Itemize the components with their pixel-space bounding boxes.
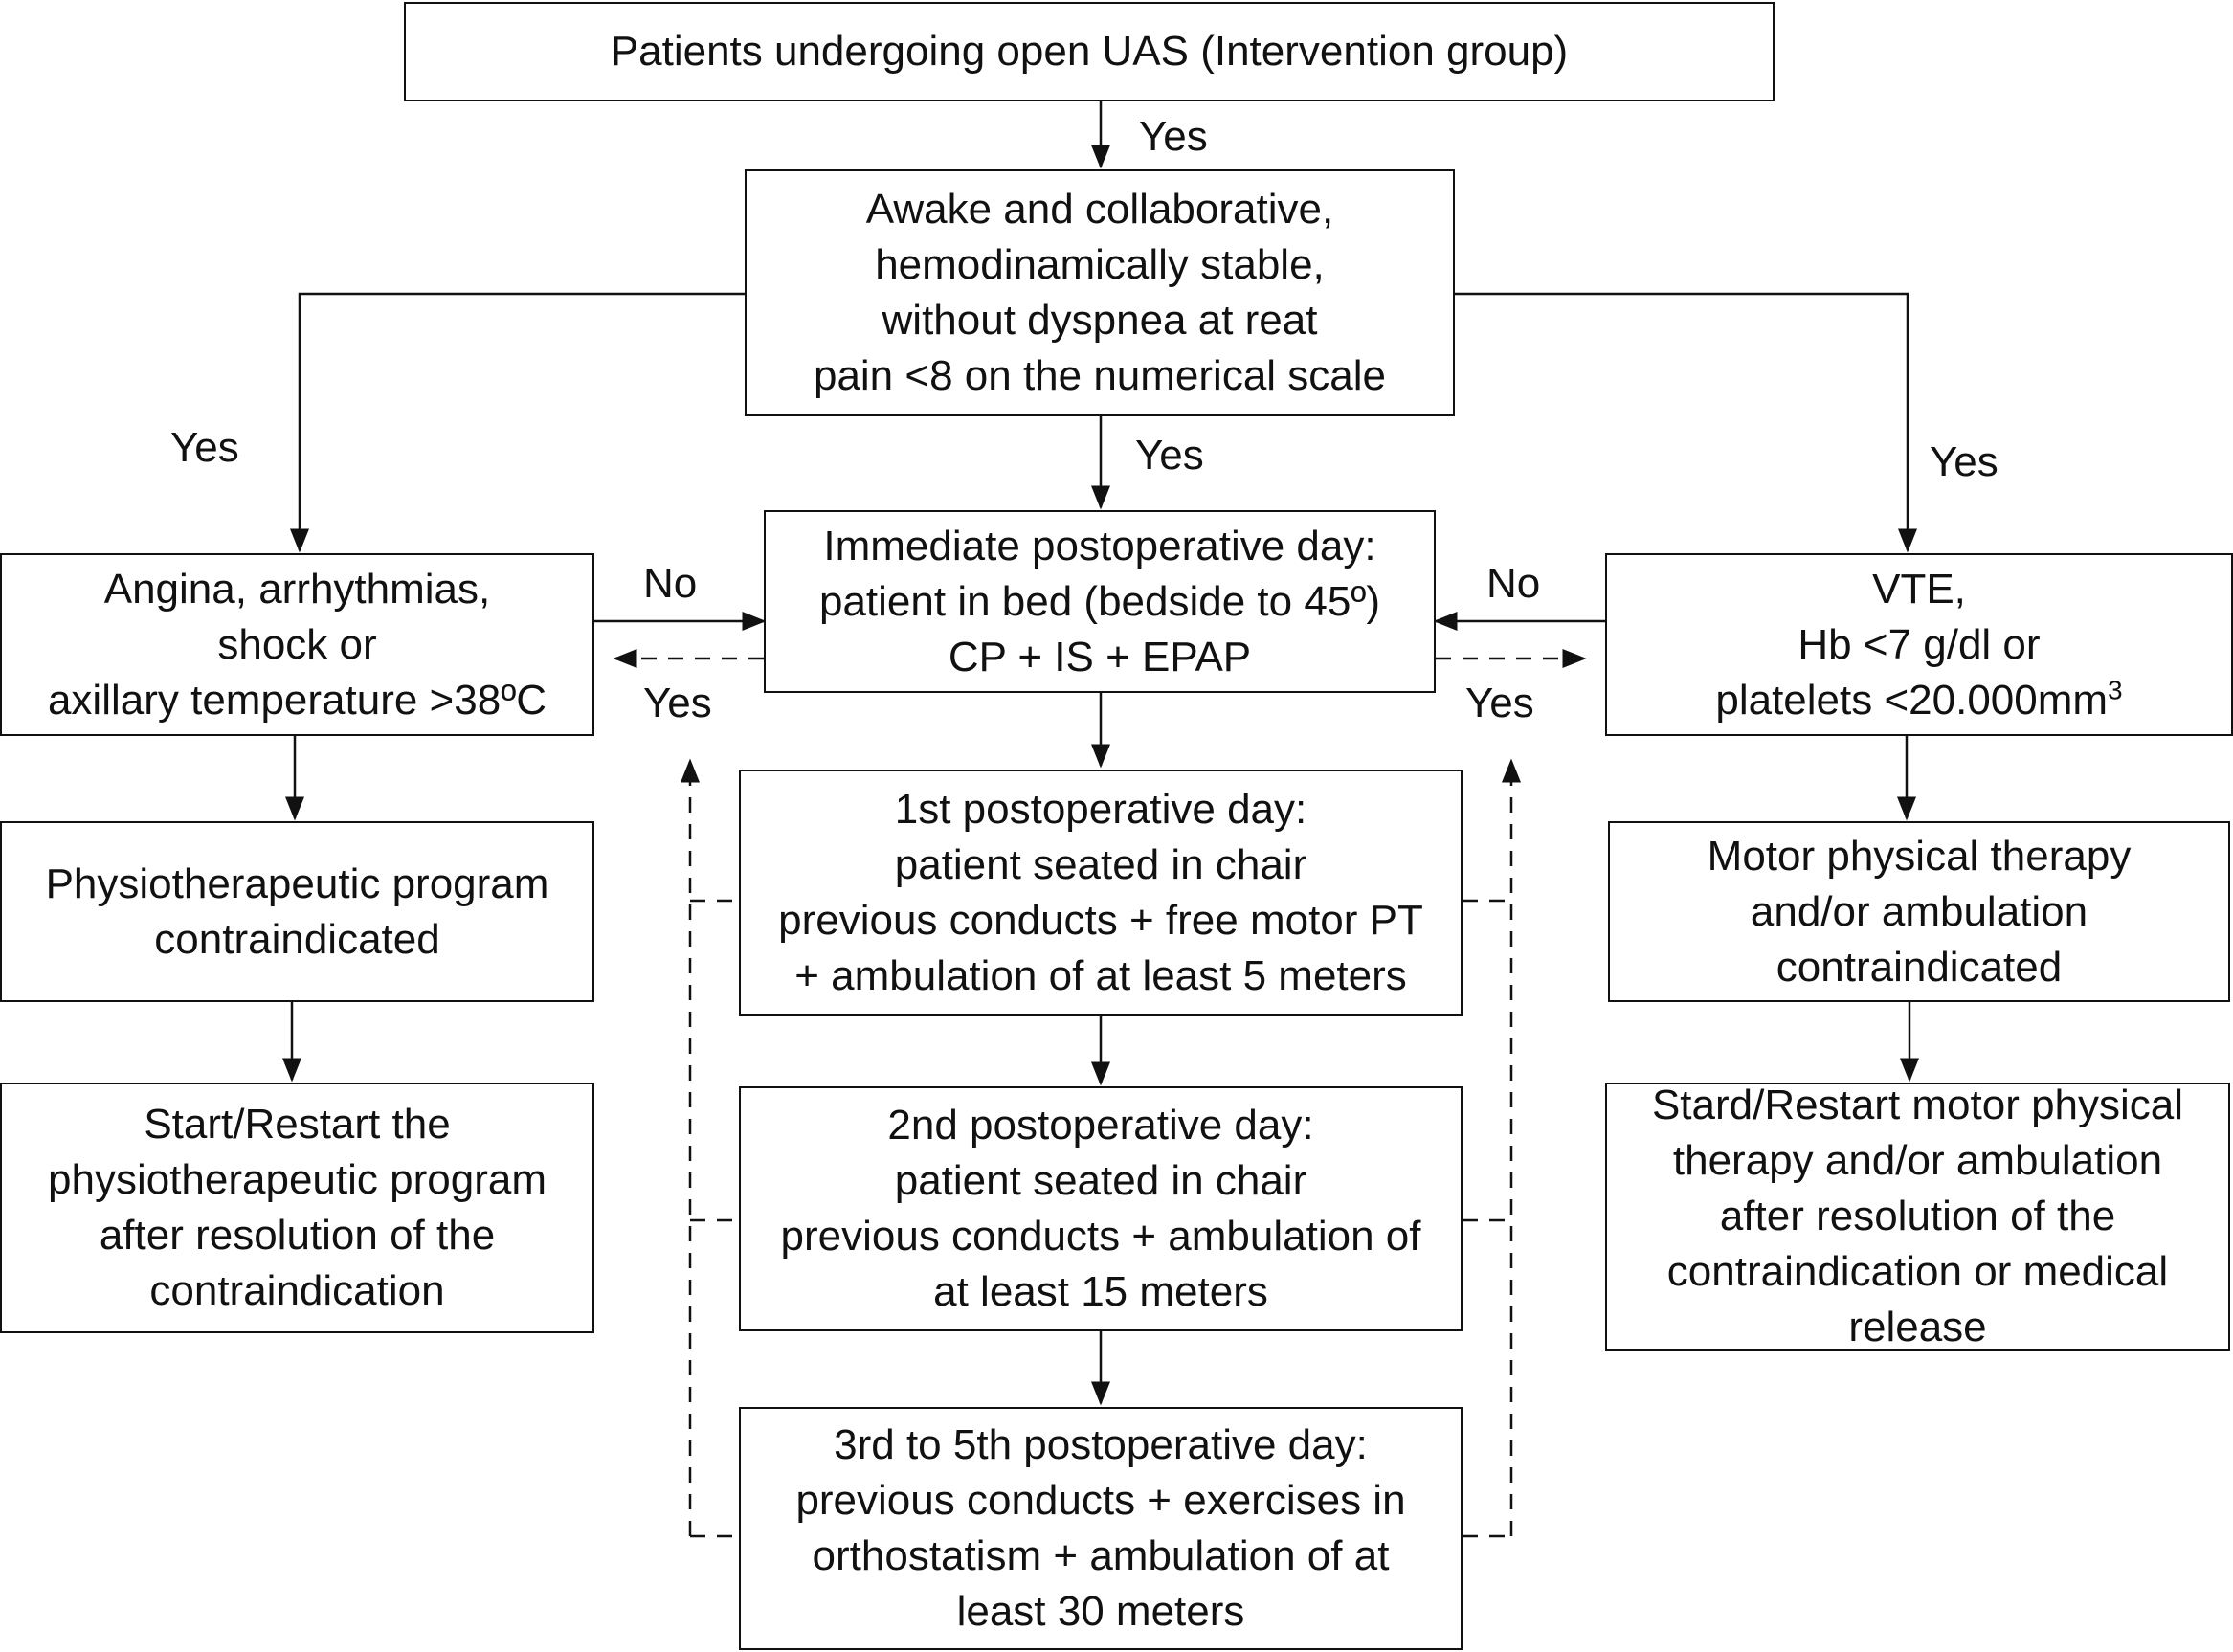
node-physio-restart-line: after resolution of the (99, 1212, 496, 1259)
node-criteria-line: without dyspnea at reat (882, 297, 1318, 344)
node-day2: 2nd postoperative day: patient seated in… (739, 1086, 1463, 1331)
node-day1-line: patient seated in chair (894, 840, 1307, 888)
arrow-criteria-to-vte (1455, 292, 1917, 553)
node-day1-line: previous conducts + free motor PT (778, 896, 1423, 944)
node-day3-line: previous conducts + exercises in (795, 1477, 1406, 1524)
label-top-yes: Yes (1139, 113, 1208, 160)
node-vte-line: platelets <20.000mm3 (1715, 673, 2122, 728)
node-day1-line: + ambulation of at least 5 meters (794, 951, 1407, 999)
node-physio-contra-line: contraindicated (154, 915, 440, 963)
label-left-no: No (643, 560, 698, 607)
node-top-line: Patients undergoing open UAS (Interventi… (610, 28, 1569, 75)
node-motor-restart-line: contraindication or medical (1666, 1248, 2169, 1295)
node-motor-contra-line: Motor physical therapy (1707, 832, 2132, 880)
node-day1: 1st postoperative day: patient seated in… (739, 770, 1463, 1016)
node-angina-line: Angina, arrhythmias, (103, 565, 491, 613)
node-vte-line: Hb <7 g/dl or (1798, 620, 2041, 668)
node-immediate-line: patient in bed (bedside to 45º) (818, 577, 1381, 625)
superscript-three: 3 (2108, 674, 2123, 704)
node-vte-line: VTE, (1872, 565, 1966, 613)
node-motor-contra: Motor physical therapy and/or ambulation… (1608, 821, 2230, 1002)
label-right-yes: Yes (1465, 680, 1534, 726)
node-criteria-line: Awake and collaborative, (865, 186, 1334, 233)
node-day1-line: 1st postoperative day: (894, 785, 1307, 833)
node-immediate-line: CP + IS + EPAP (948, 633, 1252, 681)
node-day3: 3rd to 5th postoperative day: previous c… (739, 1407, 1463, 1650)
node-motor-contra-line: contraindicated (1775, 943, 2063, 991)
node-physio-contra: Physiotherapeutic program contraindicate… (0, 821, 594, 1002)
node-criteria-line: pain <8 on the numerical scale (813, 352, 1387, 399)
node-physio-contra-line: Physiotherapeutic program (45, 859, 549, 907)
node-physio-restart-line: physiotherapeutic program (48, 1156, 547, 1203)
node-motor-restart-line: after resolution of the (1719, 1193, 2116, 1239)
node-day3-line: 3rd to 5th postoperative day: (834, 1421, 1368, 1468)
node-angina: Angina, arrhythmias, shock or axillary t… (0, 553, 594, 736)
label-right-branch-yes: Yes (1930, 438, 1999, 485)
node-angina-line: axillary temperature >38ºC (47, 676, 547, 724)
node-day3-line: orthostatism + ambulation of at (812, 1532, 1390, 1579)
node-motor-restart-line: release (1848, 1304, 1987, 1351)
node-vte: VTE, Hb <7 g/dl or platelets <20.000mm3 (1605, 553, 2233, 736)
node-top: Patients undergoing open UAS (Interventi… (404, 2, 1775, 101)
node-day2-line: at least 15 meters (933, 1268, 1268, 1315)
node-physio-restart: Start/Restart the physiotherapeutic prog… (0, 1083, 594, 1333)
label-left-yes: Yes (643, 680, 712, 726)
node-day3-line: least 30 meters (956, 1588, 1245, 1635)
node-day2-line: 2nd postoperative day: (887, 1102, 1314, 1149)
node-criteria-line: hemodinamically stable, (875, 241, 1325, 288)
node-motor-restart-line: therapy and/or ambulation (1672, 1137, 2163, 1184)
node-motor-restart-line: Stard/Restart motor physical (1651, 1082, 2184, 1128)
node-vte-platelets: platelets <20.000mm (1715, 676, 2109, 724)
node-criteria: Awake and collaborative, hemodinamically… (745, 169, 1455, 416)
node-motor-restart: Stard/Restart motor physical therapy and… (1605, 1082, 2230, 1351)
node-day2-line: previous conducts + ambulation of (780, 1213, 1421, 1260)
node-immediate: Immediate postoperative day: patient in … (764, 510, 1436, 693)
node-physio-restart-line: contraindication (149, 1267, 445, 1314)
node-motor-contra-line: and/or ambulation (1750, 887, 2088, 935)
arrow-criteria-to-angina (290, 292, 745, 553)
label-right-no: No (1486, 560, 1541, 607)
node-angina-line: shock or (217, 620, 377, 668)
node-immediate-line: Immediate postoperative day: (823, 522, 1376, 569)
label-left-branch-yes: Yes (170, 424, 239, 471)
label-center-yes: Yes (1135, 432, 1204, 479)
node-physio-restart-line: Start/Restart the (144, 1101, 451, 1148)
node-day2-line: patient seated in chair (894, 1157, 1307, 1204)
